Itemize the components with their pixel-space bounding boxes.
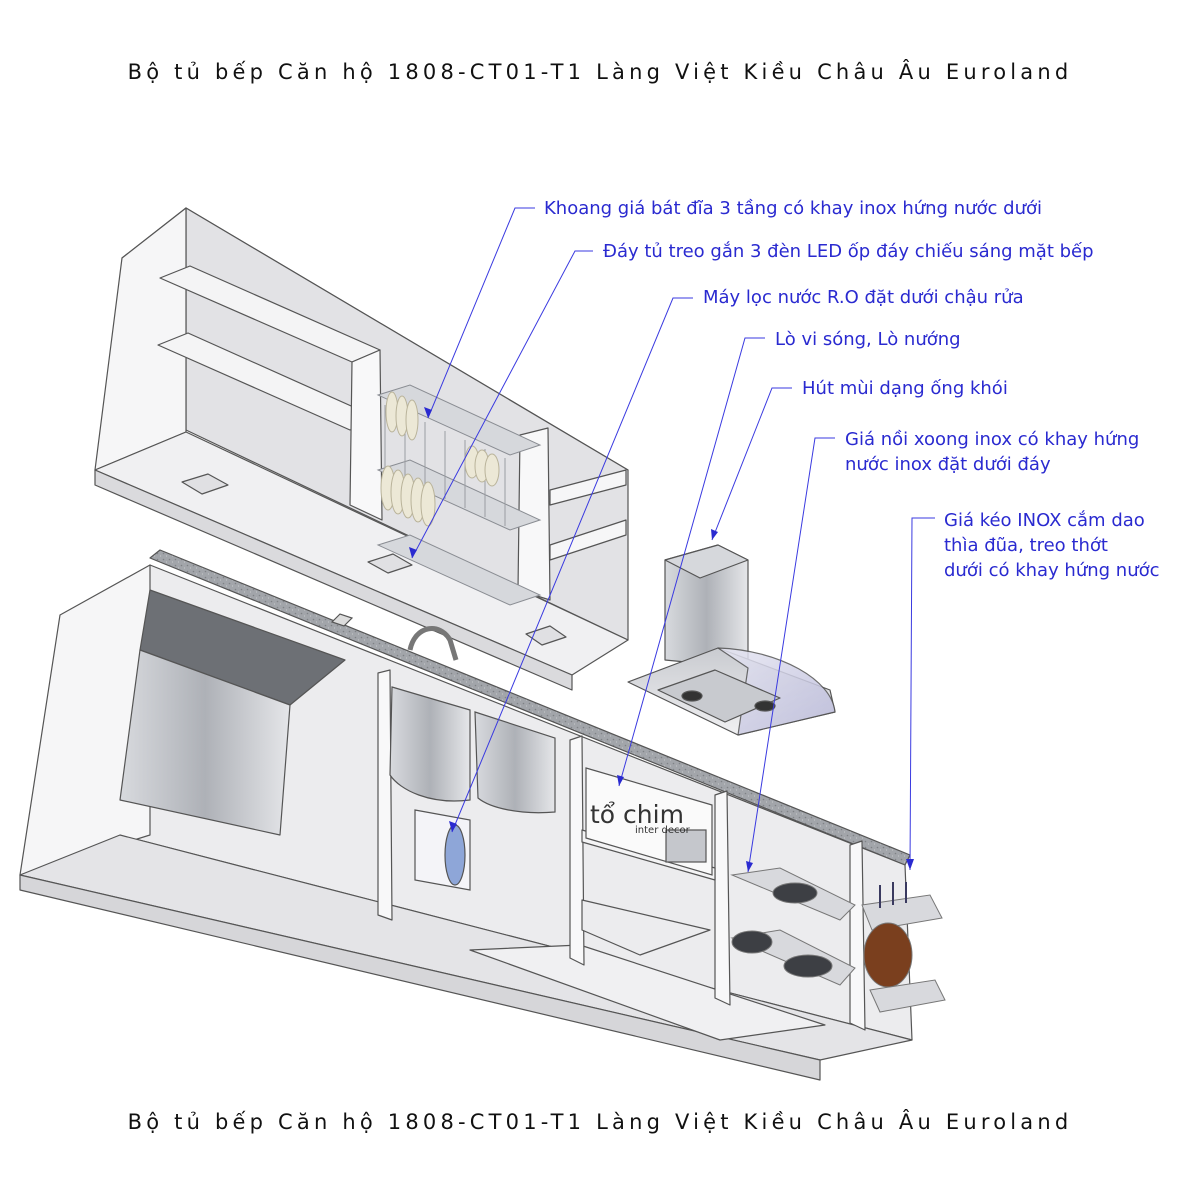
leader-ro-filter bbox=[451, 297, 693, 833]
leader-oven bbox=[618, 337, 765, 787]
leader-led bbox=[411, 250, 593, 559]
page-footer-title: Bộ tủ bếp Căn hộ 1808-CT01-T1 Làng Việt … bbox=[127, 1110, 1073, 1134]
dish-rack bbox=[376, 384, 542, 606]
callout-line: thìa đũa, treo thớt bbox=[944, 535, 1108, 556]
leader-knife-rack bbox=[909, 517, 935, 871]
callout-led-lights: Đáy tủ treo gắn 3 đèn LED ốp đáy chiếu s… bbox=[603, 239, 1094, 264]
pot-rack bbox=[730, 867, 856, 986]
leader-arrowheads bbox=[409, 407, 914, 872]
watermark: tổ chim inter decor bbox=[590, 800, 690, 836]
leader-pot-rack bbox=[747, 437, 835, 873]
oven-microwave bbox=[585, 767, 713, 876]
callout-line: Giá nồi xoong inox có khay hứng bbox=[845, 429, 1140, 450]
callout-line: Máy lọc nước R.O đặt dưới chậu rửa bbox=[703, 287, 1024, 308]
led-light-1 bbox=[181, 473, 229, 495]
callout-ro-filter: Máy lọc nước R.O đặt dưới chậu rửa bbox=[703, 285, 1024, 310]
callout-line: Hút mùi dạng ống khói bbox=[802, 378, 1008, 399]
leader-hood bbox=[711, 387, 792, 541]
led-light-3 bbox=[525, 625, 567, 646]
callout-pot-rack: Giá nồi xoong inox có khay hứng nước ino… bbox=[845, 427, 1139, 477]
callout-range-hood: Hút mùi dạng ống khói bbox=[802, 376, 1008, 401]
sink-faucet bbox=[330, 613, 556, 814]
callout-oven: Lò vi sóng, Lò nướng bbox=[775, 327, 961, 352]
callout-line: Đáy tủ treo gắn 3 đèn LED ốp đáy chiếu s… bbox=[603, 241, 1094, 262]
ro-water-filter bbox=[414, 809, 471, 891]
callout-line: Giá kéo INOX cắm dao bbox=[944, 510, 1145, 531]
callout-line: Khoang giá bát đĩa 3 tầng có khay inox h… bbox=[544, 198, 1042, 219]
led-light-2 bbox=[367, 553, 413, 574]
callout-dish-rack: Khoang giá bát đĩa 3 tầng có khay inox h… bbox=[544, 196, 1042, 221]
leader-lines bbox=[411, 207, 935, 873]
callout-line: dưới có khay hứng nước bbox=[944, 560, 1160, 581]
chimney-range-hood bbox=[627, 544, 836, 736]
page-title: Bộ tủ bếp Căn hộ 1808-CT01-T1 Làng Việt … bbox=[127, 60, 1073, 84]
callout-line: Lò vi sóng, Lò nướng bbox=[775, 329, 961, 350]
callout-line: nước inox đặt dưới đáy bbox=[845, 454, 1051, 475]
callout-knife-rack: Giá kéo INOX cắm dao thìa đũa, treo thớt… bbox=[944, 508, 1160, 583]
knife-cutting-board-rack bbox=[861, 882, 946, 1013]
watermark-main: tổ chim bbox=[590, 800, 684, 829]
leader-dish-rack bbox=[427, 207, 535, 419]
watermark-sub: inter decor bbox=[635, 825, 690, 836]
